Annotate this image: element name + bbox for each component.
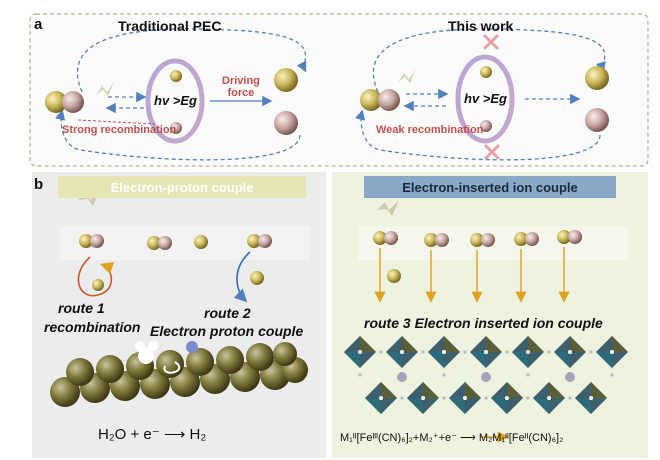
hydrogen-atom [186, 341, 198, 353]
route2-label: route 2 [204, 305, 251, 321]
route1-label: route 1 [58, 300, 105, 316]
panel-b-left-scene [50, 190, 310, 407]
driving-force-label: Driving force [222, 75, 260, 99]
hv-eg-left: hv >Eg [154, 93, 197, 108]
route2-sub-label: Electron proton couple [150, 323, 304, 339]
panel-b-label: b [34, 176, 44, 193]
equation-left: H₂O + e⁻ ⟶ H₂ [98, 426, 207, 443]
strong-recombination-label: Strong recombination [62, 124, 177, 136]
electron-sphere [45, 91, 67, 113]
band-ring-left [145, 58, 205, 144]
weak-recombination-label: Weak recombination [376, 124, 484, 136]
lattice-structure [344, 336, 628, 414]
route3-label: route 3 Electron inserted ion couple [364, 315, 603, 331]
this-work-title: This work [448, 18, 514, 34]
route1-sub-label: recombination [44, 319, 141, 335]
panel-a-frame [29, 13, 649, 167]
panel-b-left-bg [32, 172, 326, 458]
equation-right: M₁ᴵᴵ[Feᴵᴵᴵ(CN)₆]₂+M₂⁺+e⁻ ⟶ M₂M₁ᴵᴵ[Feᴵᴵ(C… [340, 432, 564, 444]
electron-inserted-banner: Electron-inserted ion couple [364, 176, 616, 198]
electrode-surface [50, 342, 308, 407]
panel-a-label: a [34, 16, 43, 33]
panel-b-right-scene [344, 200, 628, 443]
traditional-pec-title: Traditional PEC [118, 18, 222, 34]
electron-proton-banner: Electron-proton couple [58, 176, 306, 198]
hv-eg-right: hv >Eg [464, 91, 507, 106]
panel-a-right [355, 28, 609, 161]
blocked-x-icon [483, 34, 499, 50]
water-molecule [135, 341, 158, 364]
blocked-x-icon [484, 144, 500, 160]
hole-sphere [62, 91, 84, 113]
panel-a-left [45, 28, 307, 161]
